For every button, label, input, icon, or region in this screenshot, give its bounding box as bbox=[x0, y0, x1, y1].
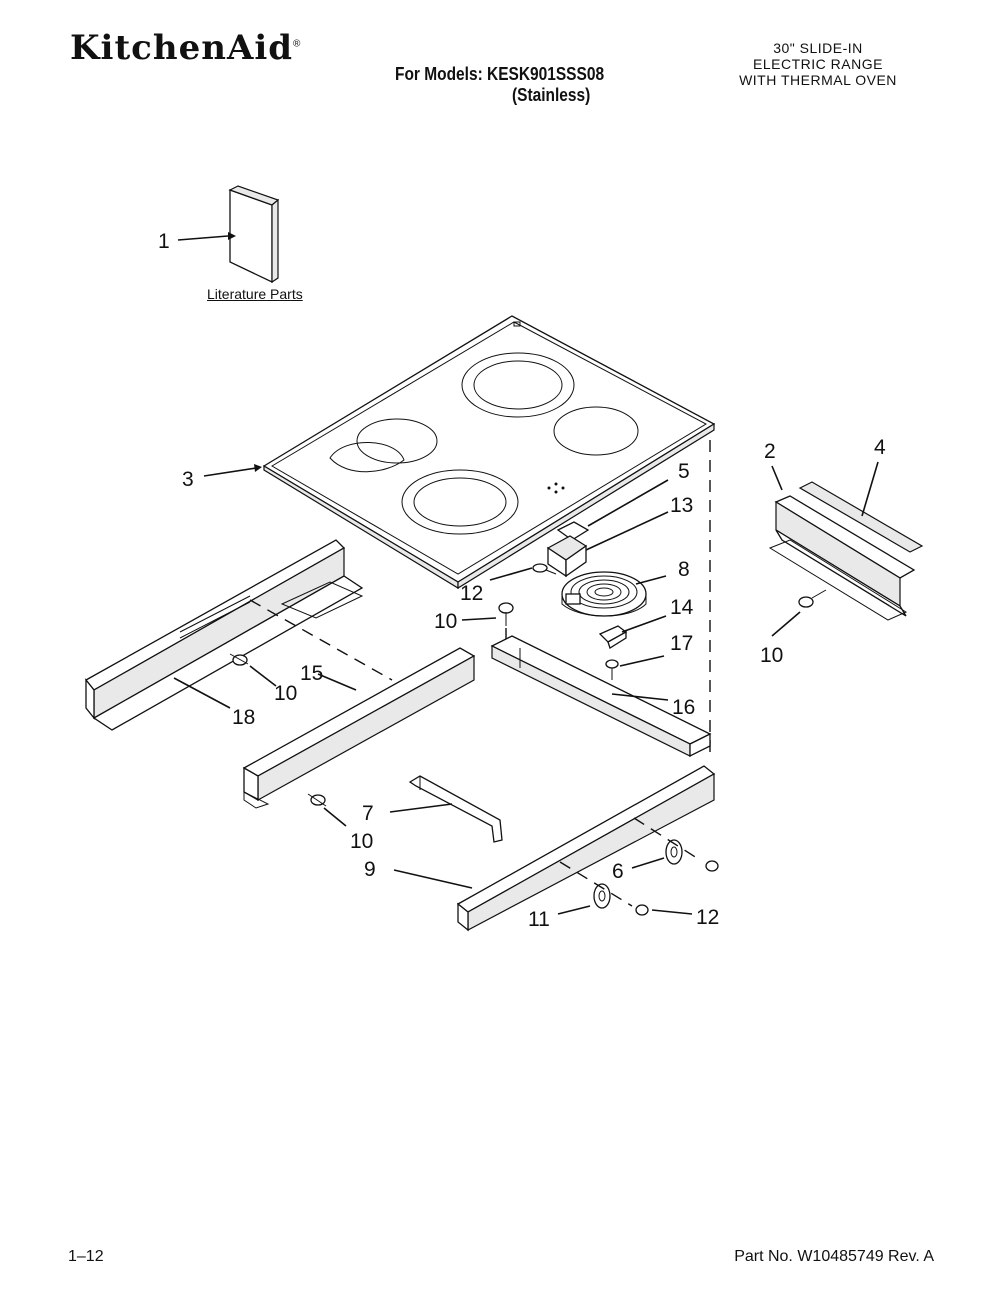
screw bbox=[532, 563, 557, 575]
callout-1: 1 bbox=[158, 230, 170, 253]
description-line: 30" SLIDE-IN bbox=[773, 40, 863, 56]
callout-7: 7 bbox=[362, 802, 374, 825]
screw bbox=[229, 653, 249, 666]
model-heading: For Models: KESK901SSS08 (Stainless) bbox=[395, 64, 604, 106]
callout-5: 5 bbox=[678, 460, 690, 483]
screw bbox=[605, 659, 619, 680]
literature-parts-label: Literature Parts bbox=[207, 286, 303, 302]
mounting-bracket bbox=[408, 775, 503, 843]
alignment-guide bbox=[633, 817, 701, 861]
callout-15: 15 bbox=[300, 662, 323, 685]
left-side-rail bbox=[85, 539, 364, 731]
description-line: WITH THERMAL OVEN bbox=[739, 72, 897, 88]
trim-strip bbox=[798, 481, 924, 553]
callout-8: 8 bbox=[678, 558, 690, 581]
description-line: ELECTRIC RANGE bbox=[753, 56, 883, 72]
callout-10: 10 bbox=[274, 682, 297, 705]
knob-bracket bbox=[593, 883, 611, 909]
radiant-element bbox=[561, 571, 647, 617]
knob-bracket bbox=[665, 839, 683, 865]
callout-3: 3 bbox=[182, 468, 194, 491]
front-channel bbox=[242, 647, 476, 809]
product-description: 30" SLIDE-IN ELECTRIC RANGE WITH THERMAL… bbox=[708, 40, 928, 88]
center-support-channel bbox=[490, 635, 712, 758]
leader-lines bbox=[173, 232, 879, 915]
cooktop-glass bbox=[262, 315, 716, 590]
callout-4: 4 bbox=[874, 436, 886, 459]
screw bbox=[498, 602, 514, 648]
callout-12: 12 bbox=[696, 906, 719, 929]
alignment-guide bbox=[559, 861, 633, 907]
model-number: For Models: KESK901SSS08 bbox=[395, 64, 605, 84]
callout-10: 10 bbox=[350, 830, 373, 853]
page-number: 1–12 bbox=[68, 1248, 104, 1265]
element-clip bbox=[598, 625, 628, 649]
brand-name: KitchenAid bbox=[70, 28, 294, 68]
brand-registered-mark: ® bbox=[293, 38, 302, 50]
screw bbox=[307, 793, 327, 807]
right-side-bracket bbox=[768, 495, 916, 621]
callout-2: 2 bbox=[764, 440, 776, 463]
callout-16: 16 bbox=[672, 696, 695, 719]
screw bbox=[635, 904, 649, 916]
callout-11: 11 bbox=[528, 908, 550, 931]
callout-labels: 1 2 3 4 5 13 12 8 10 14 17 10 15 10 18 1… bbox=[158, 230, 886, 931]
callout-12: 12 bbox=[460, 582, 483, 605]
callout-13: 13 bbox=[670, 494, 693, 517]
callout-10: 10 bbox=[434, 610, 457, 633]
callout-6: 6 bbox=[612, 860, 624, 883]
part-number: Part No. W10485749 Rev. A bbox=[734, 1248, 934, 1265]
brand-logo: KitchenAid® bbox=[70, 28, 301, 68]
front-panel-rail bbox=[456, 765, 716, 932]
callout-9: 9 bbox=[364, 858, 376, 881]
model-finish: (Stainless) bbox=[511, 85, 591, 105]
callout-17: 17 bbox=[670, 632, 693, 655]
terminal-block-bracket bbox=[546, 521, 590, 578]
screw bbox=[798, 589, 827, 608]
screw bbox=[705, 860, 719, 872]
literature-booklet bbox=[228, 185, 280, 284]
alignment-guide bbox=[249, 599, 393, 681]
callout-14: 14 bbox=[670, 596, 694, 619]
callout-18: 18 bbox=[232, 706, 255, 729]
callout-10: 10 bbox=[760, 644, 783, 667]
